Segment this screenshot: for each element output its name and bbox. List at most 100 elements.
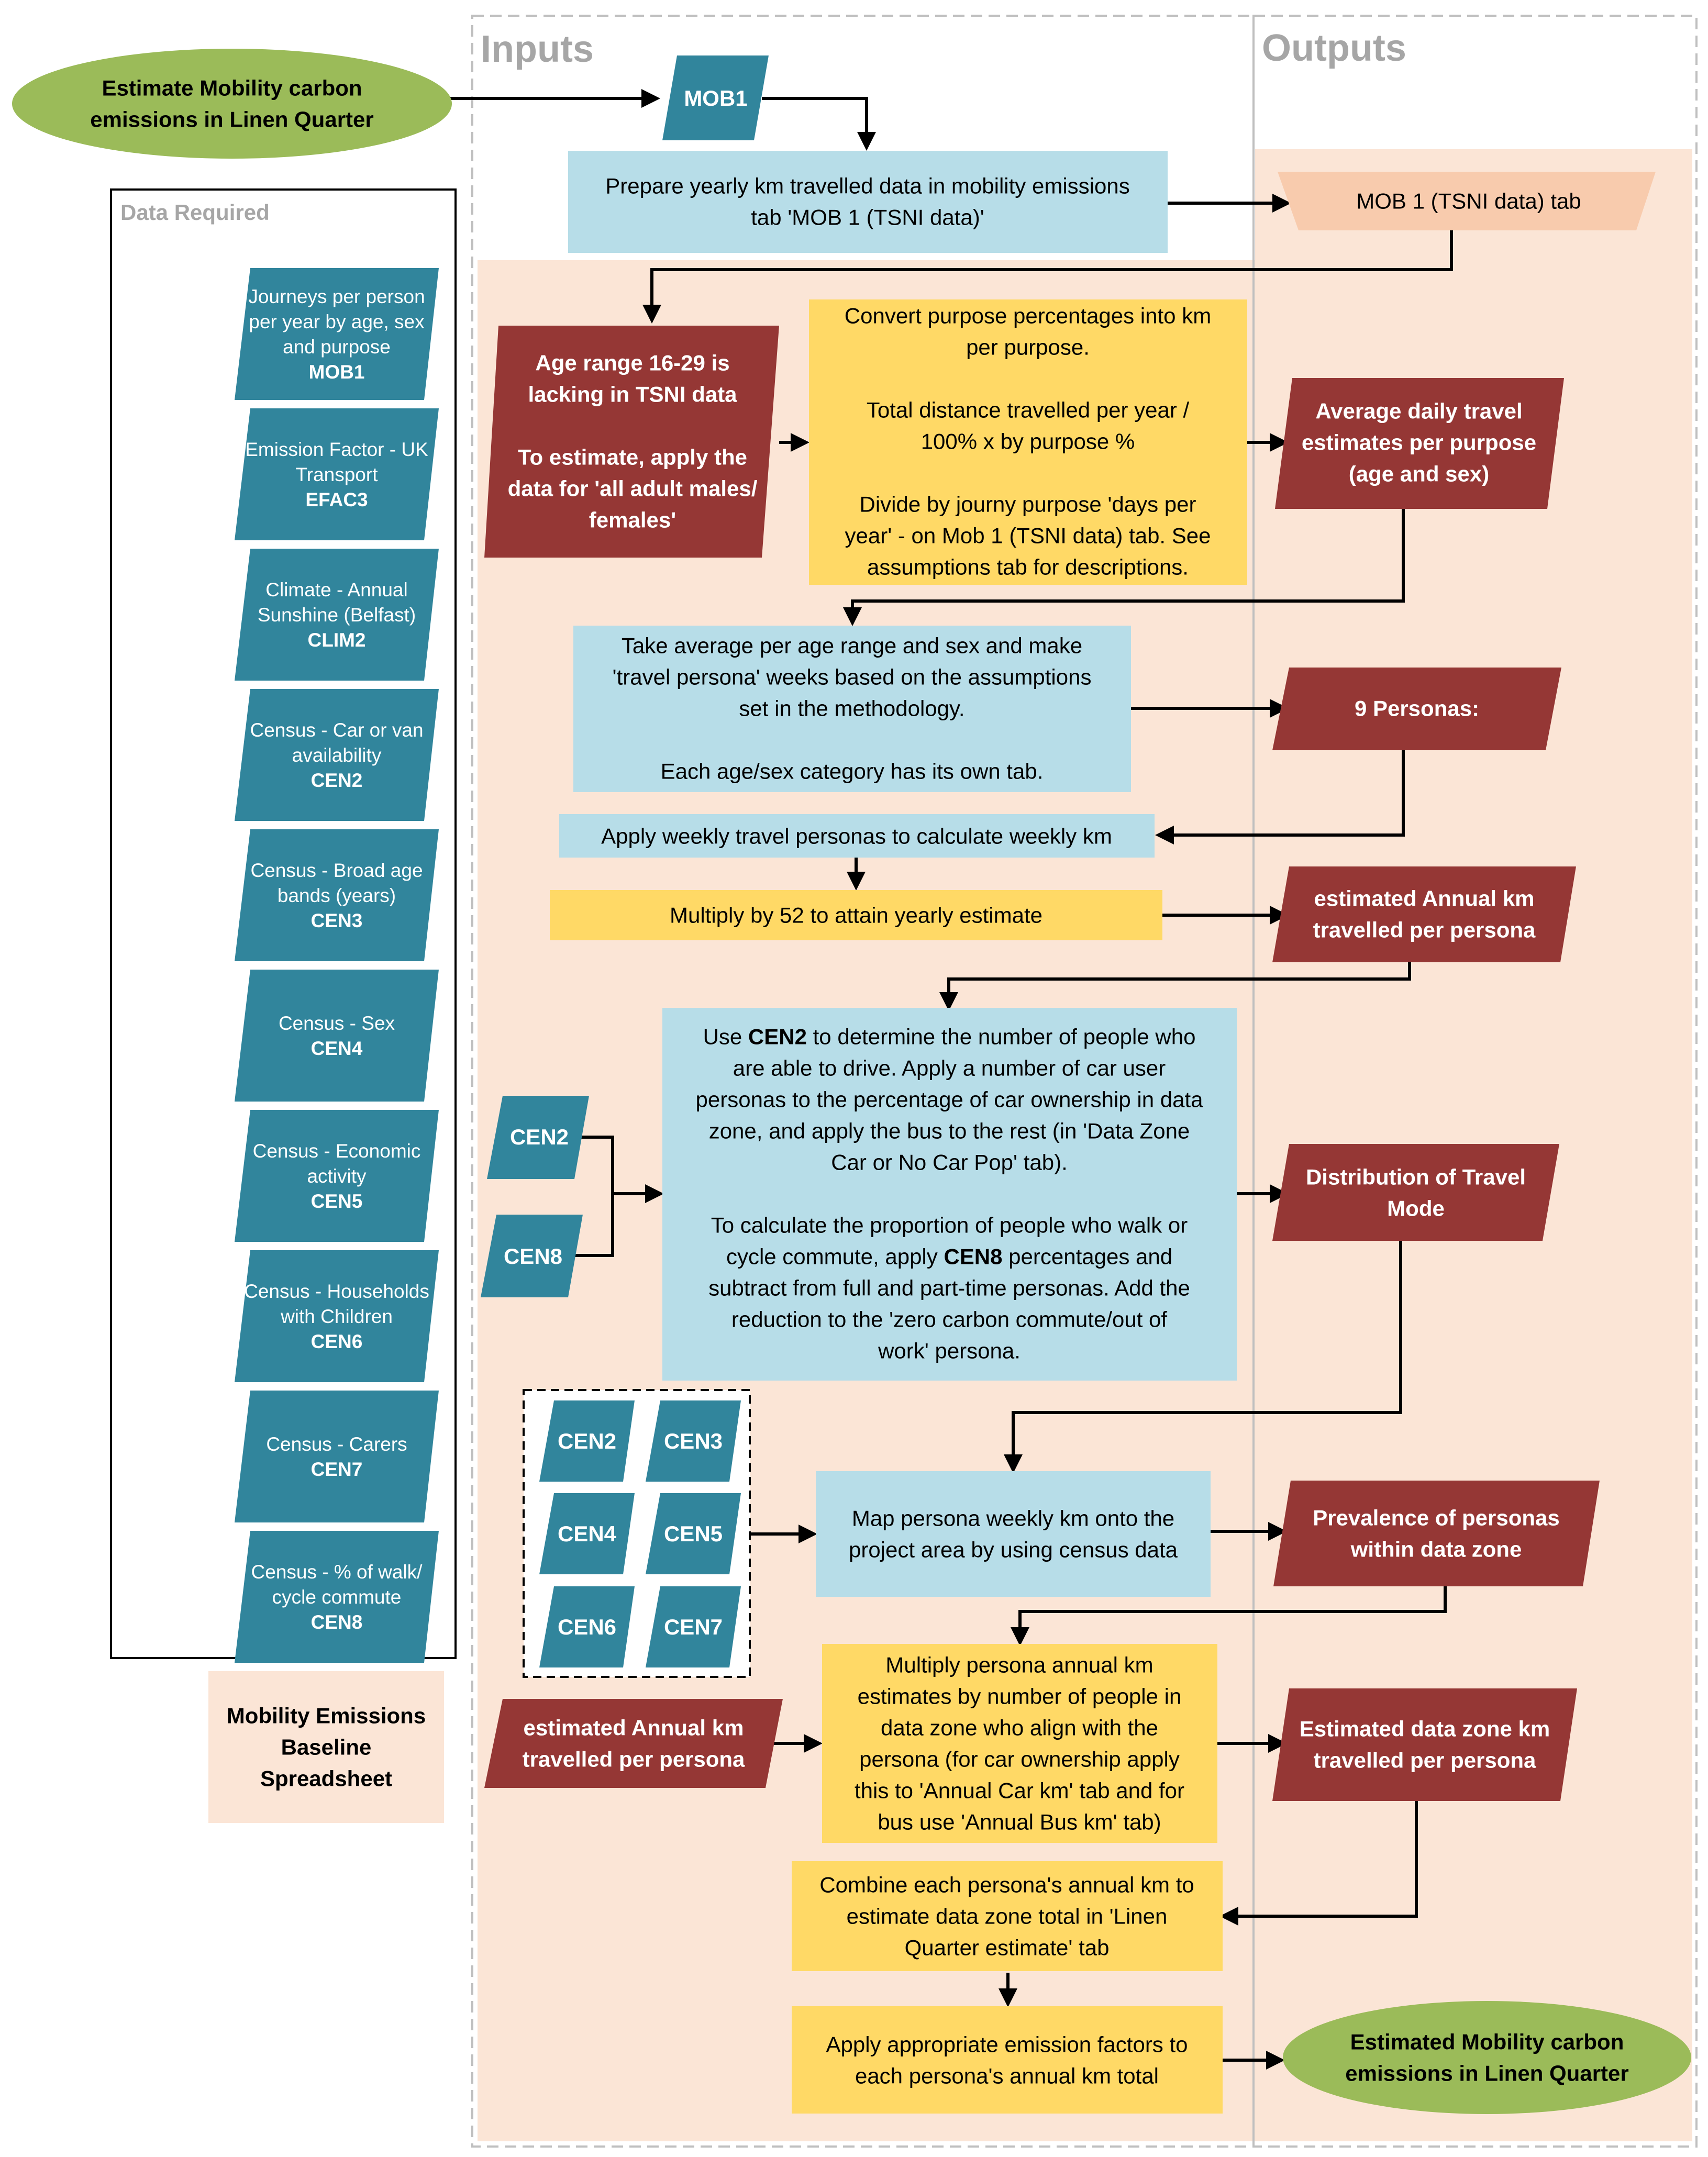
data-item-code: CEN2 [311,770,363,791]
text-line: Distribution of Travel [1306,1165,1526,1189]
text-segment: are able to drive. Apply a number of car… [733,1056,1166,1081]
step-multiply-annual-box [822,1644,1217,1843]
step-age-range-box [484,326,779,558]
data-item-code: CEN3 [311,910,363,931]
output-avg-daily-box [1275,378,1564,509]
output-distribution-box [1272,1144,1559,1241]
step-apply-weekly-box [559,814,1155,858]
text-line: Apply weekly travel personas to calculat… [601,824,1112,849]
data-item-label: Census - Broad age [250,860,423,881]
text-line: travelled per persona [1314,1748,1536,1773]
cen2-input-tag [487,1096,589,1179]
text-line: emissions in Linen Quarter [90,107,373,132]
text-segment: to determine the number of people who [807,1025,1195,1049]
data-item-label: bands (years) [278,885,396,906]
data-item-code: CEN8 [311,1611,363,1633]
connector-cen2-cen8-bracket [572,1136,661,1257]
step-multiply52-box [550,890,1162,940]
text-line: estimates per purpose [1302,430,1536,455]
step-map-persona-box [816,1471,1211,1597]
text-segment: personas to the percentage of car owners… [696,1087,1204,1112]
text-line: set in the methodology. [739,696,964,721]
text-line: estimated Annual km [1314,886,1535,911]
start-oval [12,49,452,159]
cen8-input-tag [481,1215,583,1297]
text-line: Multiply persona annual km [885,1653,1153,1677]
mob1-input-label: MOB1 [684,86,747,110]
text-line: 9 Personas: [1355,696,1479,721]
arrow-dz-km-to-combine [1219,1801,1418,1926]
step-combine-text: Combine each persona's annual km toestim… [819,1873,1194,1960]
mob1-input-tag [662,55,769,140]
text-segment: subtract from full and part-time persona… [708,1276,1190,1300]
text-line: subtract from full and part-time persona… [708,1276,1190,1300]
text-line: (age and sex) [1349,462,1489,486]
text-line: zone, and apply the bus to the rest (in … [709,1119,1190,1143]
data-item-label: Census - Economic [253,1140,421,1162]
text-line: Spreadsheet [260,1766,392,1791]
step-multiply52-text: Multiply by 52 to attain yearly estimate [670,903,1042,928]
text-line: Mode [1387,1196,1445,1221]
text-line: travelled per persona [523,1747,745,1772]
text-line: Estimated data zone km [1300,1717,1550,1741]
output-mob1-tab-text: MOB 1 (TSNI data) tab [1356,189,1581,214]
data-item-shape [235,1250,439,1382]
text-line: To estimate, apply the [518,445,747,470]
text-line: tab 'MOB 1 (TSNI data)' [751,205,984,230]
output-annual-km-box [1272,866,1576,962]
text-segment: CEN2 [748,1025,807,1049]
text-line: Prevalence of personas [1313,1506,1560,1530]
text-line: this to 'Annual Car km' tab and for [855,1778,1184,1803]
census-grid-tag [646,1493,741,1574]
text-line: lacking in TSNI data [528,382,737,407]
census-grid-tag [646,1586,741,1667]
step-use-cen2-box [662,1008,1237,1381]
output-dz-km-text: Estimated data zone km travelled per pers… [1300,1717,1550,1773]
data-item-code: MOB1 [309,361,365,383]
data-item-shape [235,1391,439,1522]
output-personas-box [1272,668,1561,750]
data-item-label: per year by age, sex [249,311,425,332]
output-mob1-tab-shape [1278,172,1656,230]
text-line: Each age/sex category has its own tab. [661,759,1044,784]
data-item-label: Census - % of walk/ [251,1561,423,1583]
data-item-label: Census - Carers [266,1433,407,1455]
inputs-heading: Inputs [481,28,594,70]
data-item-label: Transport [296,464,379,485]
census-grid-tag-label: CEN4 [558,1521,617,1546]
text-line: data zone who align with the [881,1716,1158,1740]
data-item-label: Sunshine (Belfast) [258,604,416,626]
text-line: assumptions tab for descriptions. [867,555,1189,580]
data-item-label: and purpose [283,336,391,358]
text-line: year' - on Mob 1 (TSNI data) tab. See [845,524,1211,548]
annual-km-input-box [484,1699,783,1788]
text-line: per purpose. [966,335,1090,360]
text-line: Average daily travel [1315,399,1522,424]
text-line: within data zone [1350,1537,1522,1562]
text-line: data for 'all adult males/ [508,476,758,501]
text-line: Combine each persona's annual km to [819,1873,1194,1897]
output-dz-km-box [1272,1688,1577,1801]
data-item-code: CLIM2 [308,629,366,651]
census-grid-tag-label: CEN5 [664,1521,723,1546]
data-required-title: Data Required [120,200,270,225]
text-line: travelled per persona [1313,918,1536,942]
text-segment: cycle commute, apply [726,1244,944,1269]
text-segment: Use [703,1025,748,1049]
step-convert-box [809,299,1247,585]
census-grid-tag [539,1493,635,1574]
census-grid-tag [646,1400,741,1482]
step-combine-box [792,1861,1223,1971]
arrow-personas-to-apply-weekly [1155,750,1405,844]
census-grid-tag-label: CEN2 [558,1429,616,1453]
text-line: Car or No Car Pop' tab). [831,1150,1068,1175]
text-line: MOB 1 (TSNI data) tab [1356,189,1581,214]
text-line: emissions in Linen Quarter [1345,2061,1628,2086]
data-item-shape [235,1110,439,1242]
